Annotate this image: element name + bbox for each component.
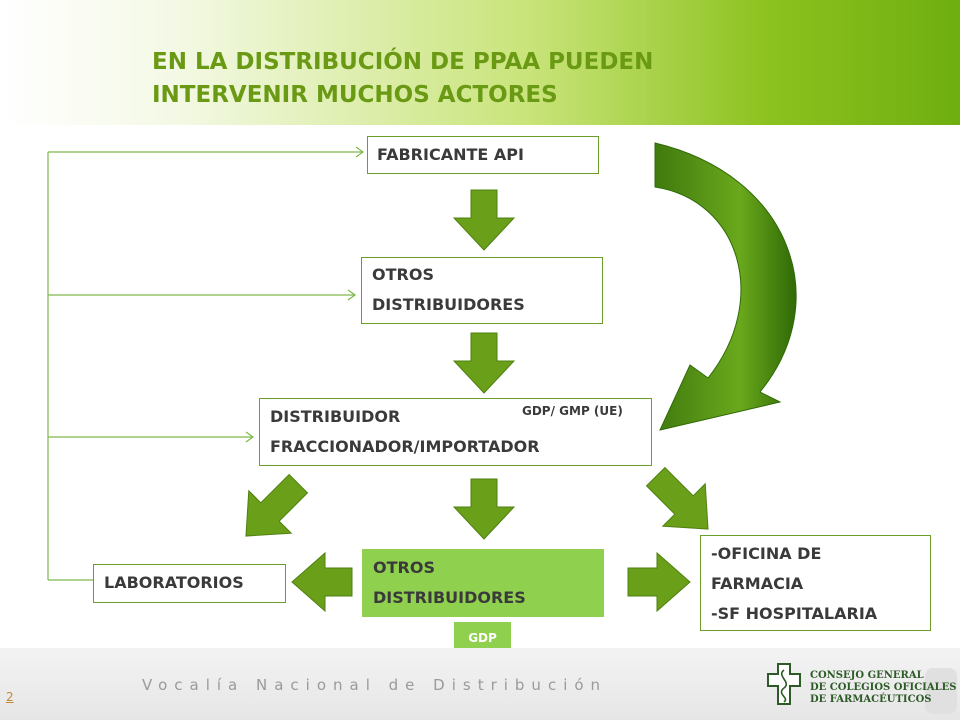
gdp-tag: GDP (454, 622, 511, 653)
node-otros-distribuidores-top: OTROS DISTRIBUIDORES (361, 257, 603, 324)
arrow-diag-right (645, 466, 709, 530)
arrow-down-1 (452, 189, 516, 251)
node-label-line-1: OTROS (372, 265, 434, 284)
gdp-gmp-tag: GDP/ GMP (UE) (522, 404, 623, 418)
node-label-line-2: DISTRIBUIDORES (373, 588, 526, 607)
page-title: EN LA DISTRIBUCIÓN DE PPAA PUEDEN INTERV… (152, 46, 653, 112)
node-label-line-1: OTROS (373, 558, 435, 577)
arrow-left-laboratorios (291, 551, 353, 613)
node-oficina-farmacia: -OFICINA DE FARMACIA -SF HOSPITALARIA (700, 535, 931, 631)
connector-arrowhead-1 (355, 146, 365, 158)
connector-lines (47, 146, 365, 581)
logo-line-2: DE COLEGIOS OFICIALES (810, 682, 957, 693)
connector-arrowhead-3 (245, 431, 255, 443)
logo-text: CONSEJO GENERAL DE COLEGIOS OFICIALES DE… (810, 670, 957, 706)
node-label: FABRICANTE API (377, 145, 524, 164)
footer-text: Vocalía Nacional de Distribución (142, 676, 608, 694)
arrow-diag-left (245, 473, 309, 537)
page-number: 2 (6, 690, 14, 704)
node-otros-distribuidores-bottom: OTROS DISTRIBUIDORES (362, 549, 604, 617)
title-line-2: INTERVENIR MUCHOS ACTORES (152, 82, 558, 108)
node-distribuidor-fraccionador: DISTRIBUIDOR FRACCIONADOR/IMPORTADOR (259, 398, 652, 466)
curved-bypass-arrow (654, 142, 797, 431)
connector-arrowhead-2 (347, 289, 357, 301)
node-label-line-1: DISTRIBUIDOR (270, 407, 401, 426)
arrow-down-3 (452, 478, 516, 540)
arrow-right-oficina (627, 551, 691, 613)
title-line-1: EN LA DISTRIBUCIÓN DE PPAA PUEDEN (152, 49, 654, 75)
node-label-line-2: DISTRIBUIDORES (372, 295, 525, 314)
node-label-line-3: -SF HOSPITALARIA (711, 604, 878, 623)
header-banner (0, 0, 960, 125)
node-laboratorios: LABORATORIOS (93, 564, 286, 603)
node-label-line-2: FARMACIA (711, 574, 804, 593)
node-label-line-2: FRACCIONADOR/IMPORTADOR (270, 437, 540, 456)
node-fabricante-api: FABRICANTE API (367, 136, 599, 174)
logo-line-3: DE FARMACÉUTICOS (810, 694, 932, 705)
node-label-line-1: -OFICINA DE (711, 544, 822, 563)
arrow-down-2 (452, 332, 516, 394)
node-label: LABORATORIOS (104, 573, 244, 592)
logo-line-1: CONSEJO GENERAL (810, 670, 924, 681)
